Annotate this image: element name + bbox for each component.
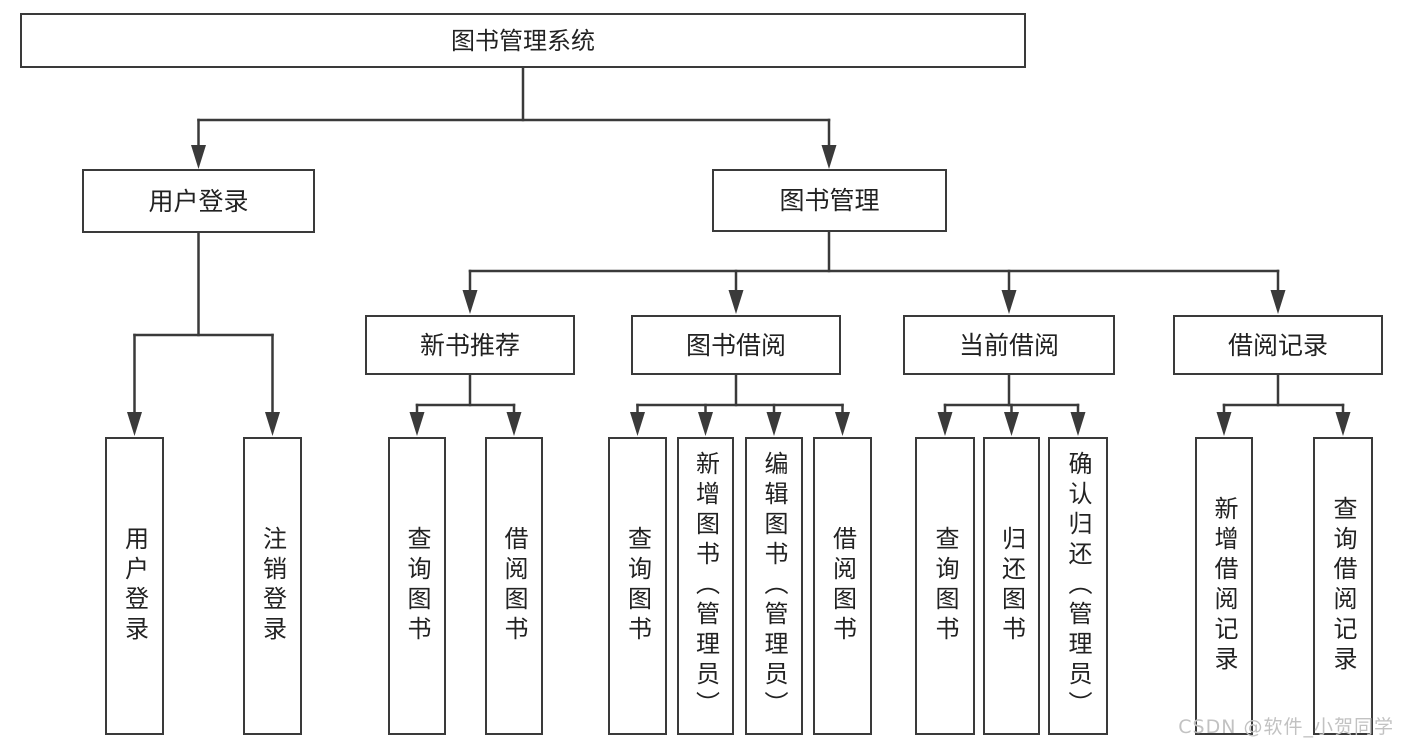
node-book-management: 图书管理 [712, 169, 947, 232]
leaf-query-borrow-record: 查询借阅记录 [1313, 437, 1373, 735]
leaf-logout-login: 注销登录 [243, 437, 302, 735]
arrowheads [127, 145, 1351, 436]
node-new-book-recommendation: 新书推荐 [365, 315, 575, 375]
leaf-user-login: 用户登录 [105, 437, 164, 735]
leaf-confirm-return-admin: 确认归还（管理员） [1048, 437, 1108, 735]
node-library-management-system: 图书管理系统 [20, 13, 1026, 68]
node-borrowing-records: 借阅记录 [1173, 315, 1383, 375]
leaf-add-borrow-record: 新增借阅记录 [1195, 437, 1253, 735]
leaf-edit-books-admin: 编辑图书（管理员） [745, 437, 803, 735]
leaf-add-books-admin: 新增图书（管理员） [677, 437, 734, 735]
leaf-query-books-recommend: 查询图书 [388, 437, 446, 735]
leaf-borrow-books-recommend: 借阅图书 [485, 437, 543, 735]
leaf-query-books-borrowing: 查询图书 [608, 437, 667, 735]
node-book-borrowing: 图书借阅 [631, 315, 841, 375]
leaf-return-books: 归还图书 [983, 437, 1040, 735]
node-user-login: 用户登录 [82, 169, 315, 233]
leaf-borrow-books: 借阅图书 [813, 437, 872, 735]
leaf-query-books-current: 查询图书 [915, 437, 975, 735]
node-current-borrowing: 当前借阅 [903, 315, 1115, 375]
watermark-csdn: CSDN @软件_小贺同学 [1178, 716, 1394, 738]
